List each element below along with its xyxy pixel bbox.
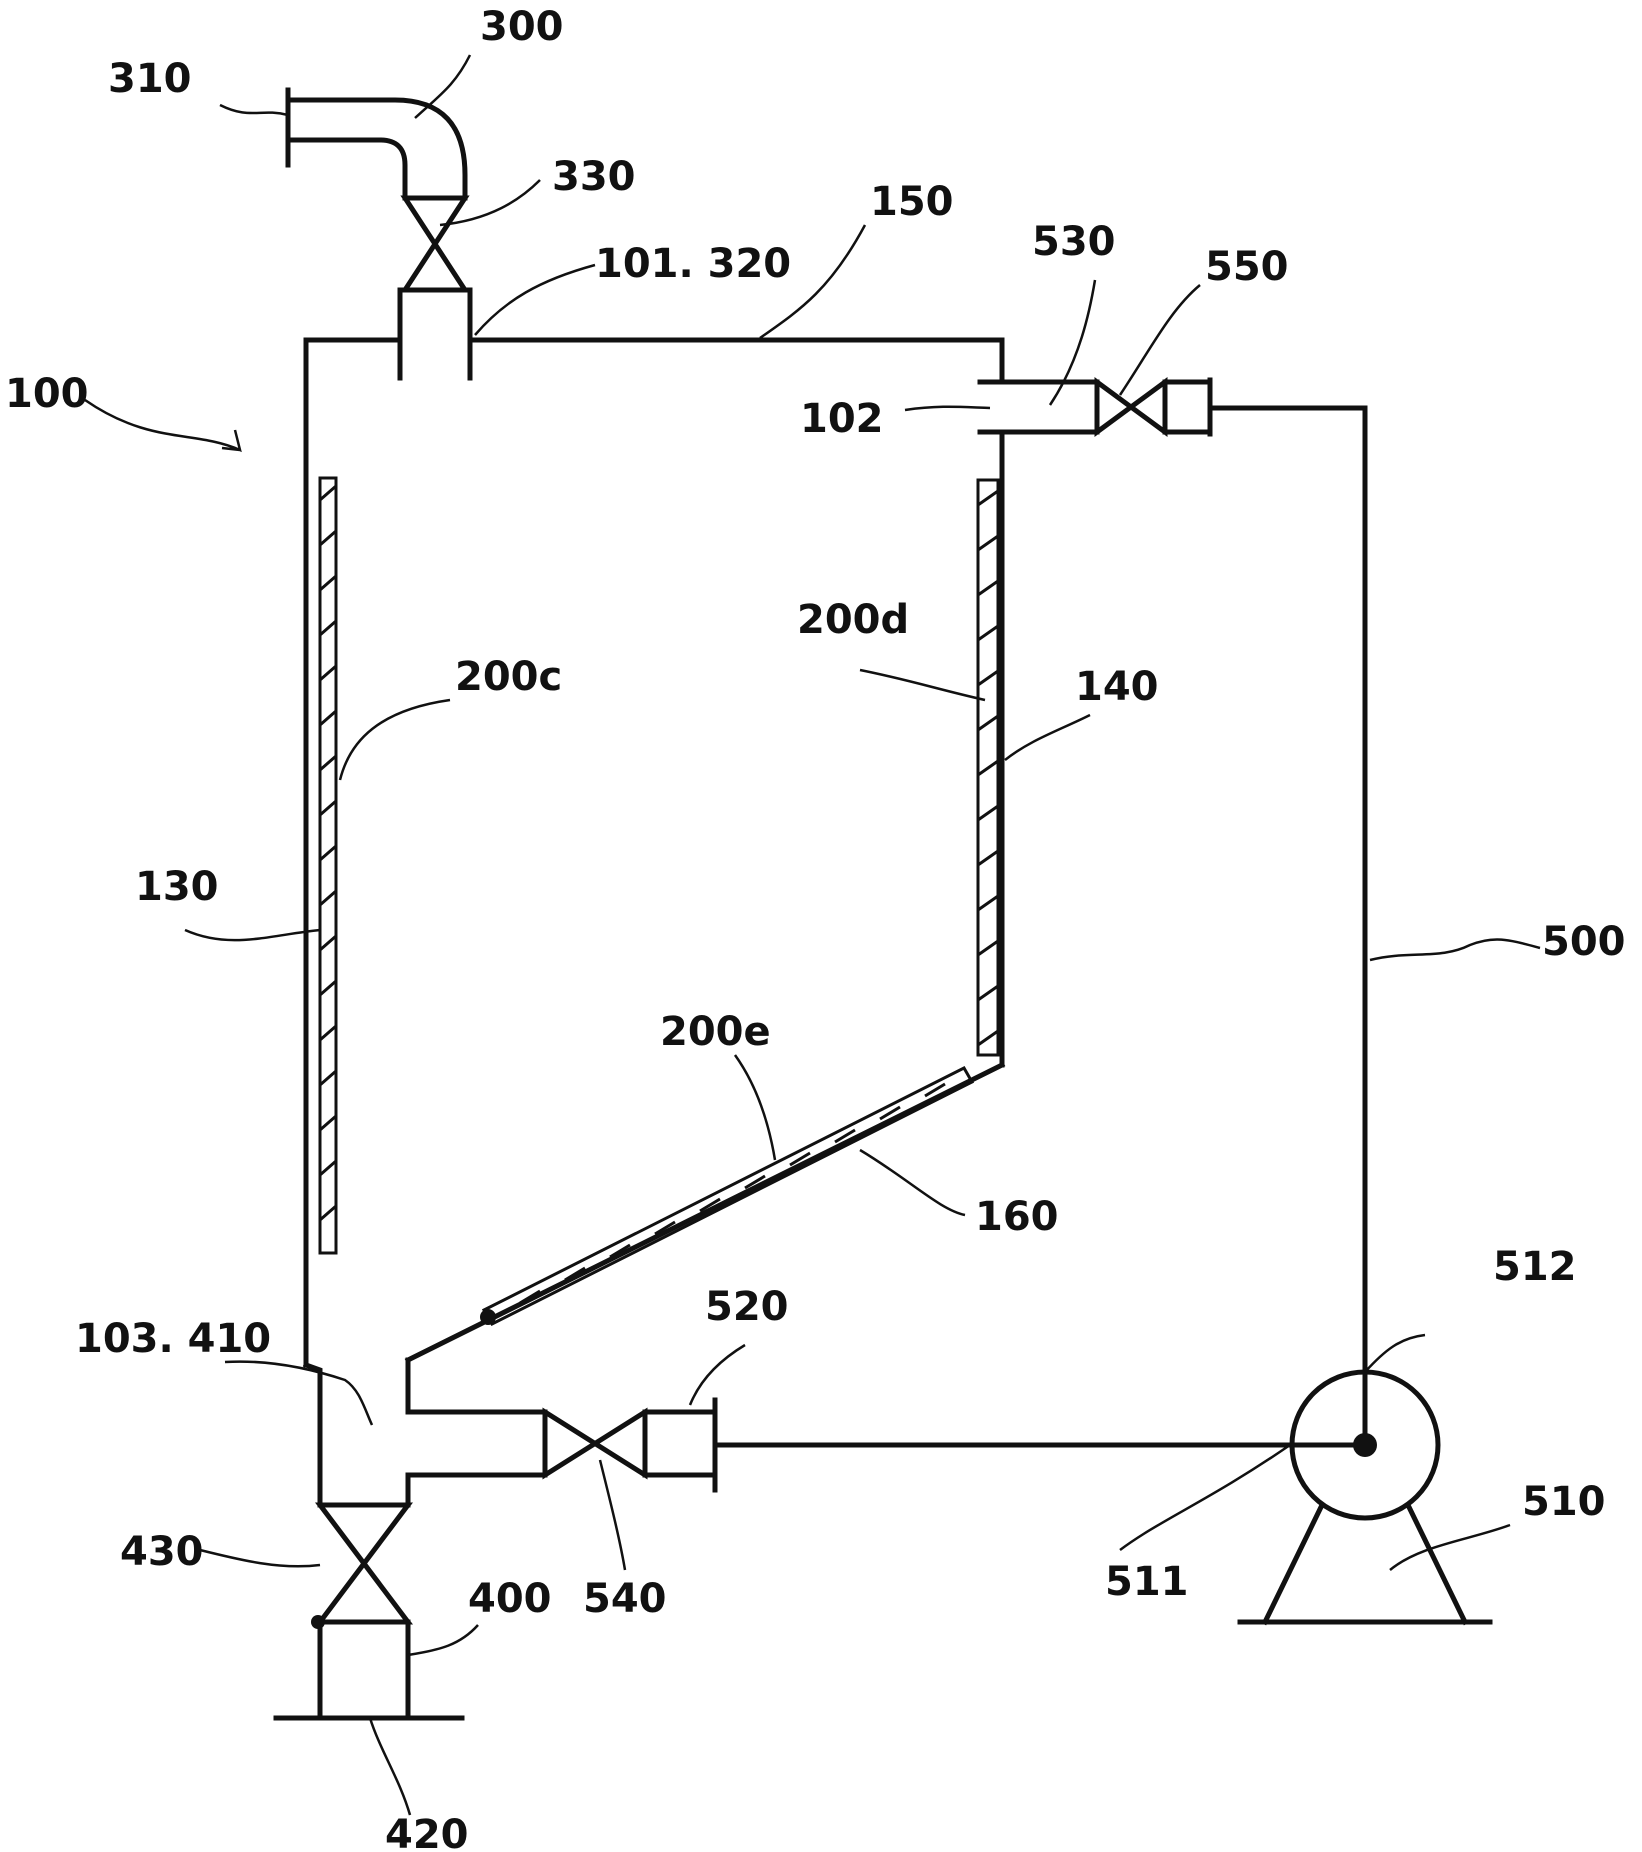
- label-400: 400: [468, 1576, 552, 1622]
- label-130: 130: [135, 864, 219, 910]
- label-530: 530: [1032, 219, 1116, 265]
- label-330: 330: [552, 154, 636, 200]
- label-200e: 200e: [660, 1009, 771, 1055]
- label-520: 520: [705, 1284, 789, 1330]
- label-540: 540: [583, 1576, 667, 1622]
- return-line-500: [1207, 405, 1368, 1448]
- label-420: 420: [385, 1812, 469, 1852]
- reference-labels: 300 310 330 150 101. 320 530 550 100 102…: [5, 4, 1626, 1852]
- label-100: 100: [5, 371, 89, 417]
- heating-element-200c: [318, 476, 338, 1255]
- base-400: [273, 1619, 465, 1721]
- inlet-valve-330: [400, 195, 470, 293]
- label-550: 550: [1205, 244, 1289, 290]
- label-430: 430: [120, 1529, 204, 1575]
- label-160: 160: [975, 1194, 1059, 1240]
- label-150: 150: [870, 179, 954, 225]
- heating-element-200d: [976, 478, 1000, 1057]
- heating-element-200e: [480, 1066, 975, 1326]
- label-500: 500: [1542, 919, 1626, 965]
- valve-540: [542, 1407, 648, 1480]
- inlet-port-101: [397, 287, 473, 381]
- label-103-410: 103. 410: [75, 1316, 271, 1362]
- label-102: 102: [800, 396, 884, 442]
- label-101-320: 101. 320: [595, 241, 791, 287]
- bottom-valve-430: [311, 1502, 414, 1629]
- label-510: 510: [1522, 1479, 1606, 1525]
- label-512: 512: [1493, 1244, 1577, 1290]
- vessel-body-100: [303, 337, 1006, 1368]
- bottom-chamber-103: [302, 1357, 548, 1508]
- label-200d: 200d: [797, 597, 909, 643]
- inlet-pipe-300: [285, 87, 468, 201]
- leader-lines: [84, 54, 1541, 1816]
- label-310: 310: [108, 56, 192, 102]
- outlet-pipe-530: [977, 379, 1100, 435]
- label-300: 300: [480, 4, 564, 50]
- label-200c: 200c: [455, 654, 562, 700]
- label-140: 140: [1075, 664, 1159, 710]
- label-511: 511: [1105, 1559, 1189, 1605]
- outlet-valve-550: [1094, 377, 1213, 437]
- pipe-520: [642, 1397, 1368, 1493]
